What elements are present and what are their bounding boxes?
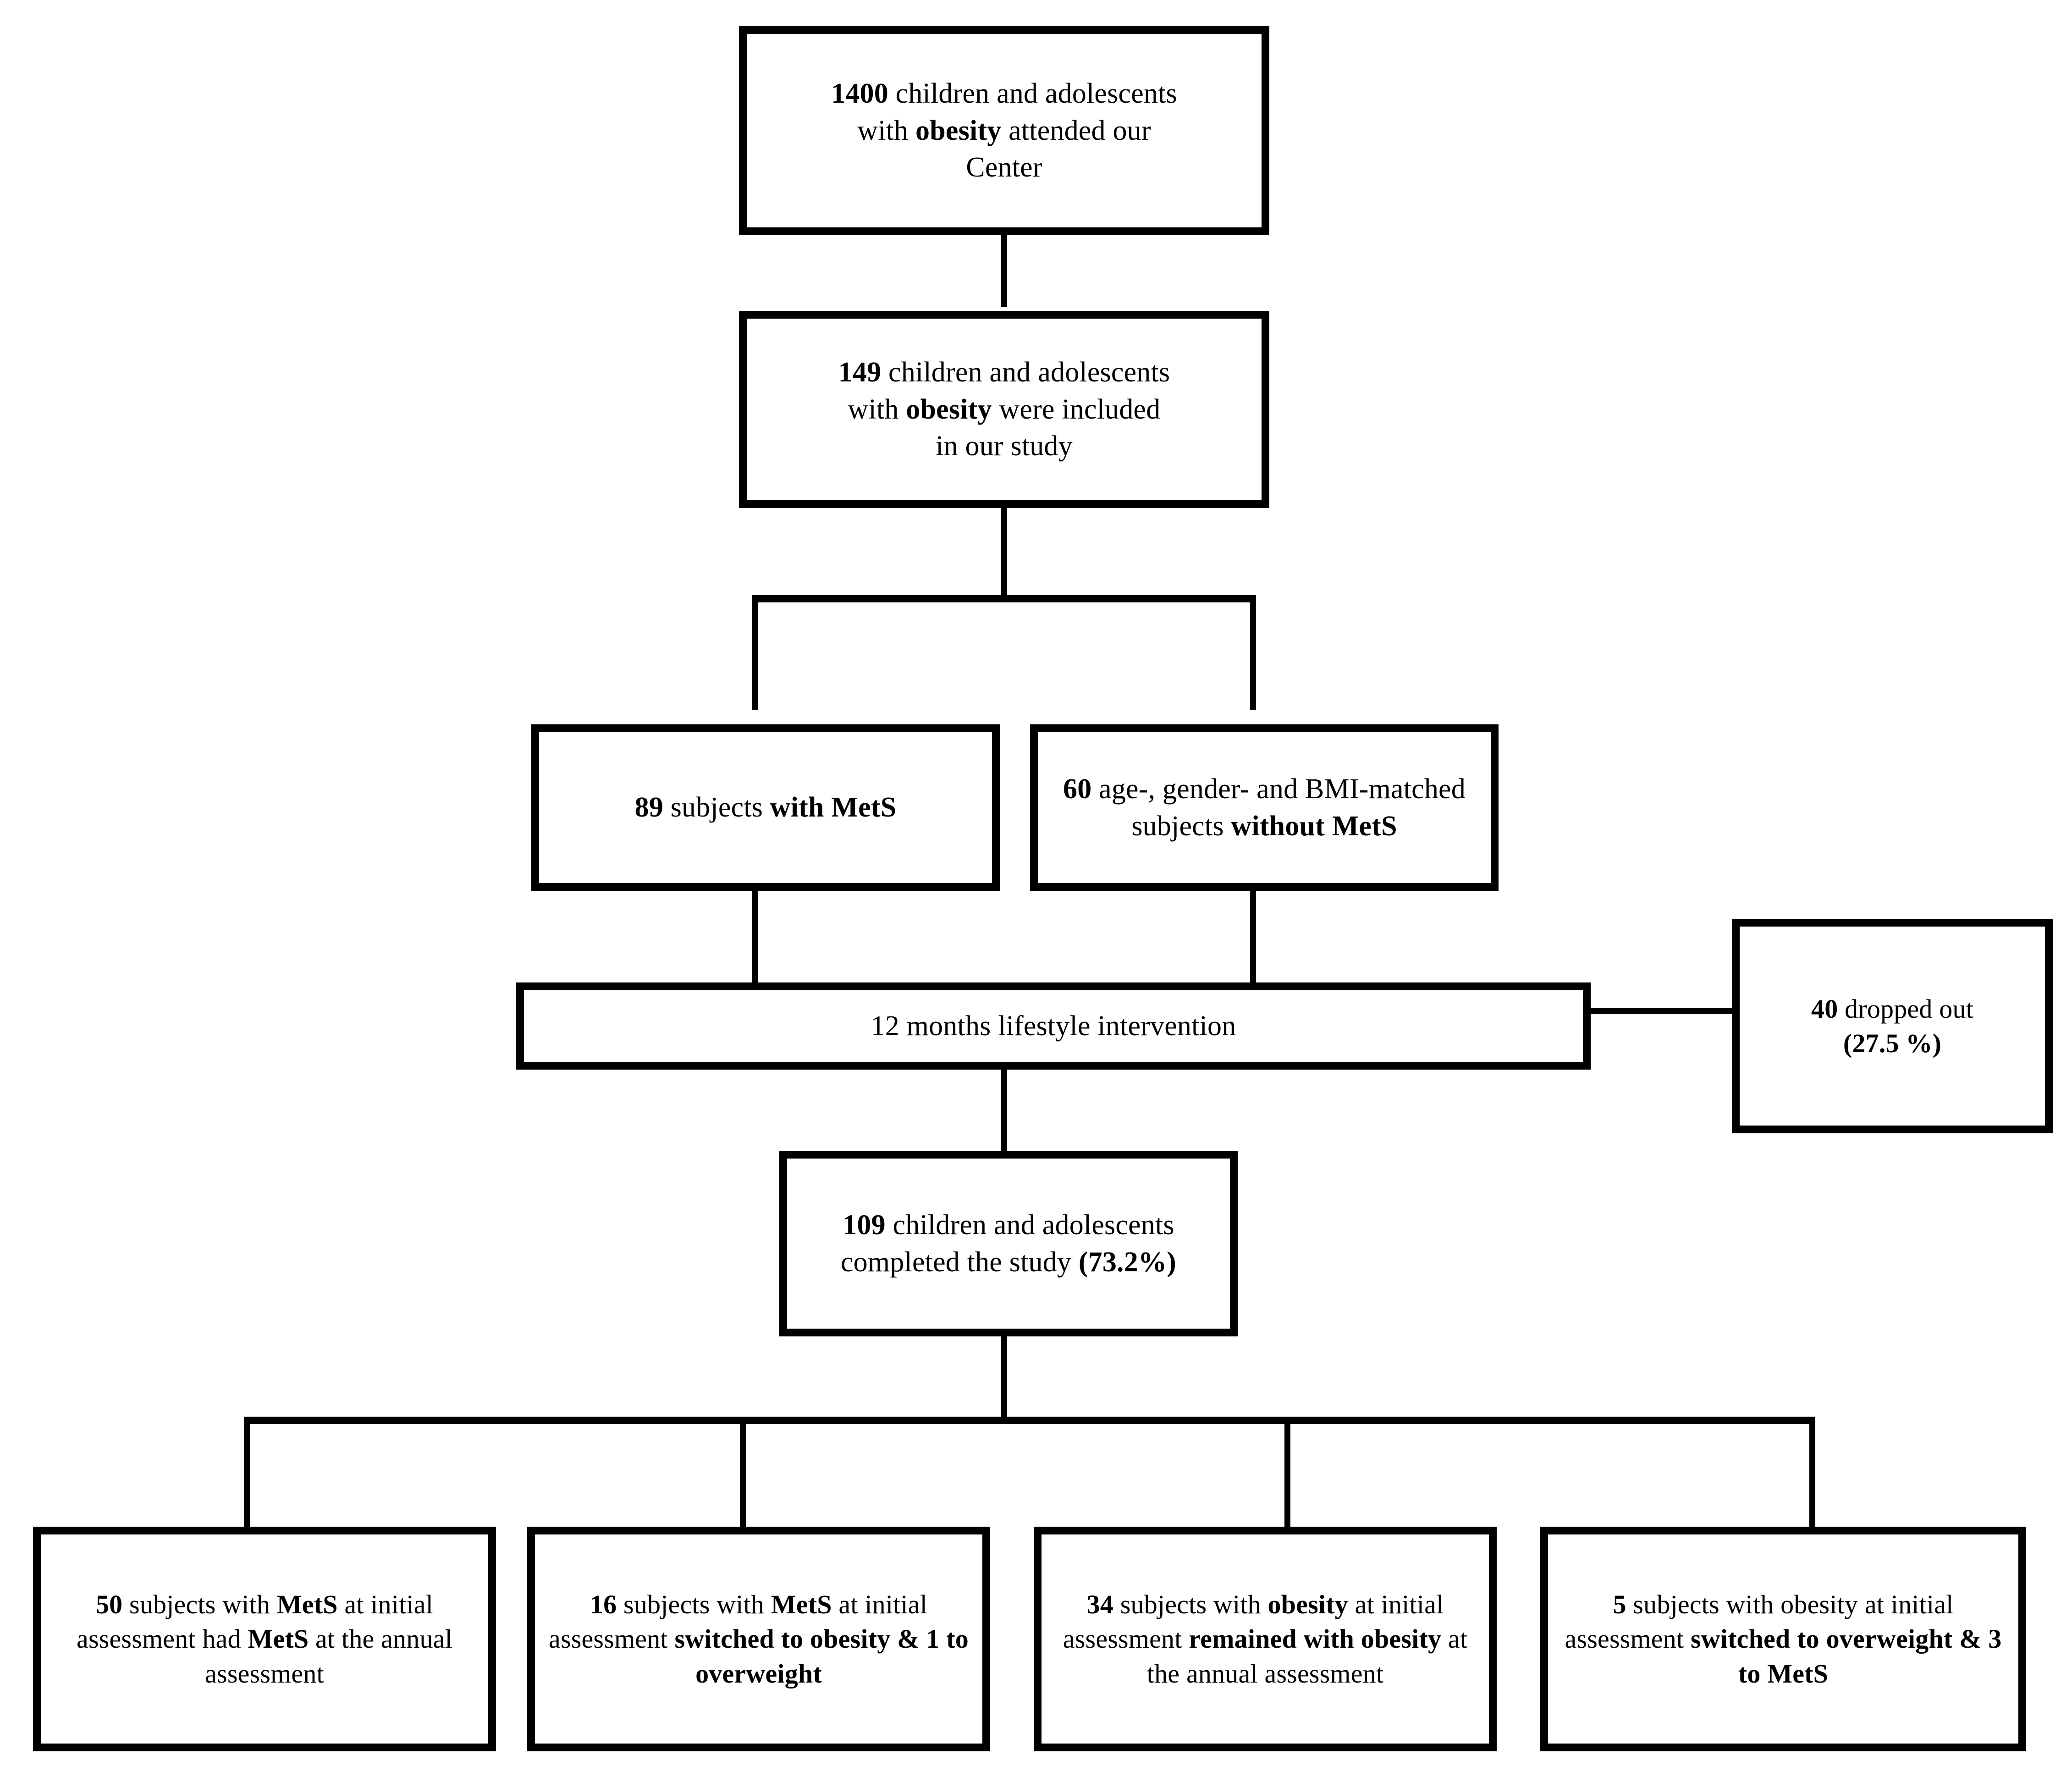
node-outcome-4[interactable]: 5 subjects with obesity at initial asses… [1540, 1527, 2026, 1751]
connector-split-to-without-mets [1250, 595, 1256, 710]
node-without-mets-text: 60 age-, gender- and BMI-matched subject… [1063, 773, 1466, 842]
node-included[interactable]: 149 children and adolescents with obesit… [739, 311, 1269, 508]
node-outcome-2[interactable]: 16 subjects with MetS at initial assessm… [527, 1527, 990, 1751]
connector-outcome-2 [740, 1417, 746, 1531]
node-dropped-out-text: 40 dropped out (27.5 %) [1811, 993, 1973, 1058]
connector-intervention-to-completed [1001, 1066, 1007, 1155]
connector-with-mets-to-intervention [752, 885, 758, 986]
node-with-mets-text: 89 subjects with MetS [634, 792, 897, 823]
node-outcome-4-text: 5 subjects with obesity at initial asses… [1565, 1589, 2002, 1689]
connector-completed-to-outcomes [1001, 1334, 1007, 1421]
node-outcome-3[interactable]: 34 subjects with obesity at initial asse… [1034, 1527, 1497, 1751]
node-completed-text: 109 children and adolescents completed t… [840, 1209, 1177, 1278]
node-outcome-3-text: 34 subjects with obesity at initial asse… [1063, 1589, 1468, 1689]
connector-without-mets-to-intervention [1250, 885, 1256, 986]
connector-included-to-split [1001, 504, 1007, 598]
node-enrolled-text: 1400 children and adolescents with obesi… [831, 78, 1177, 183]
split-bar-mets-groups [752, 595, 1256, 602]
node-enrolled[interactable]: 1400 children and adolescents with obesi… [739, 26, 1269, 235]
node-outcome-2-text: 16 subjects with MetS at initial assessm… [549, 1589, 969, 1689]
connector-split-to-with-mets [752, 595, 758, 710]
node-completed[interactable]: 109 children and adolescents completed t… [779, 1151, 1238, 1336]
node-intervention[interactable]: 12 months lifestyle intervention [516, 982, 1591, 1070]
outcome-distribution-bar [244, 1417, 1815, 1424]
node-outcome-1[interactable]: 50 subjects with MetS at initial assessm… [33, 1527, 496, 1751]
node-outcome-1-text: 50 subjects with MetS at initial assessm… [77, 1589, 452, 1689]
connector-outcome-3 [1284, 1417, 1290, 1531]
node-with-mets[interactable]: 89 subjects with MetS [531, 724, 1000, 891]
node-without-mets[interactable]: 60 age-, gender- and BMI-matched subject… [1030, 724, 1499, 891]
connector-enrolled-to-included [1001, 232, 1007, 307]
connector-outcome-4 [1809, 1417, 1815, 1531]
connector-outcome-1 [244, 1417, 250, 1531]
node-dropped-out[interactable]: 40 dropped out (27.5 %) [1732, 919, 2053, 1133]
node-intervention-text: 12 months lifestyle intervention [871, 1010, 1236, 1042]
node-included-text: 149 children and adolescents with obesit… [838, 357, 1170, 462]
connector-intervention-to-dropped-out [1587, 1008, 1734, 1014]
